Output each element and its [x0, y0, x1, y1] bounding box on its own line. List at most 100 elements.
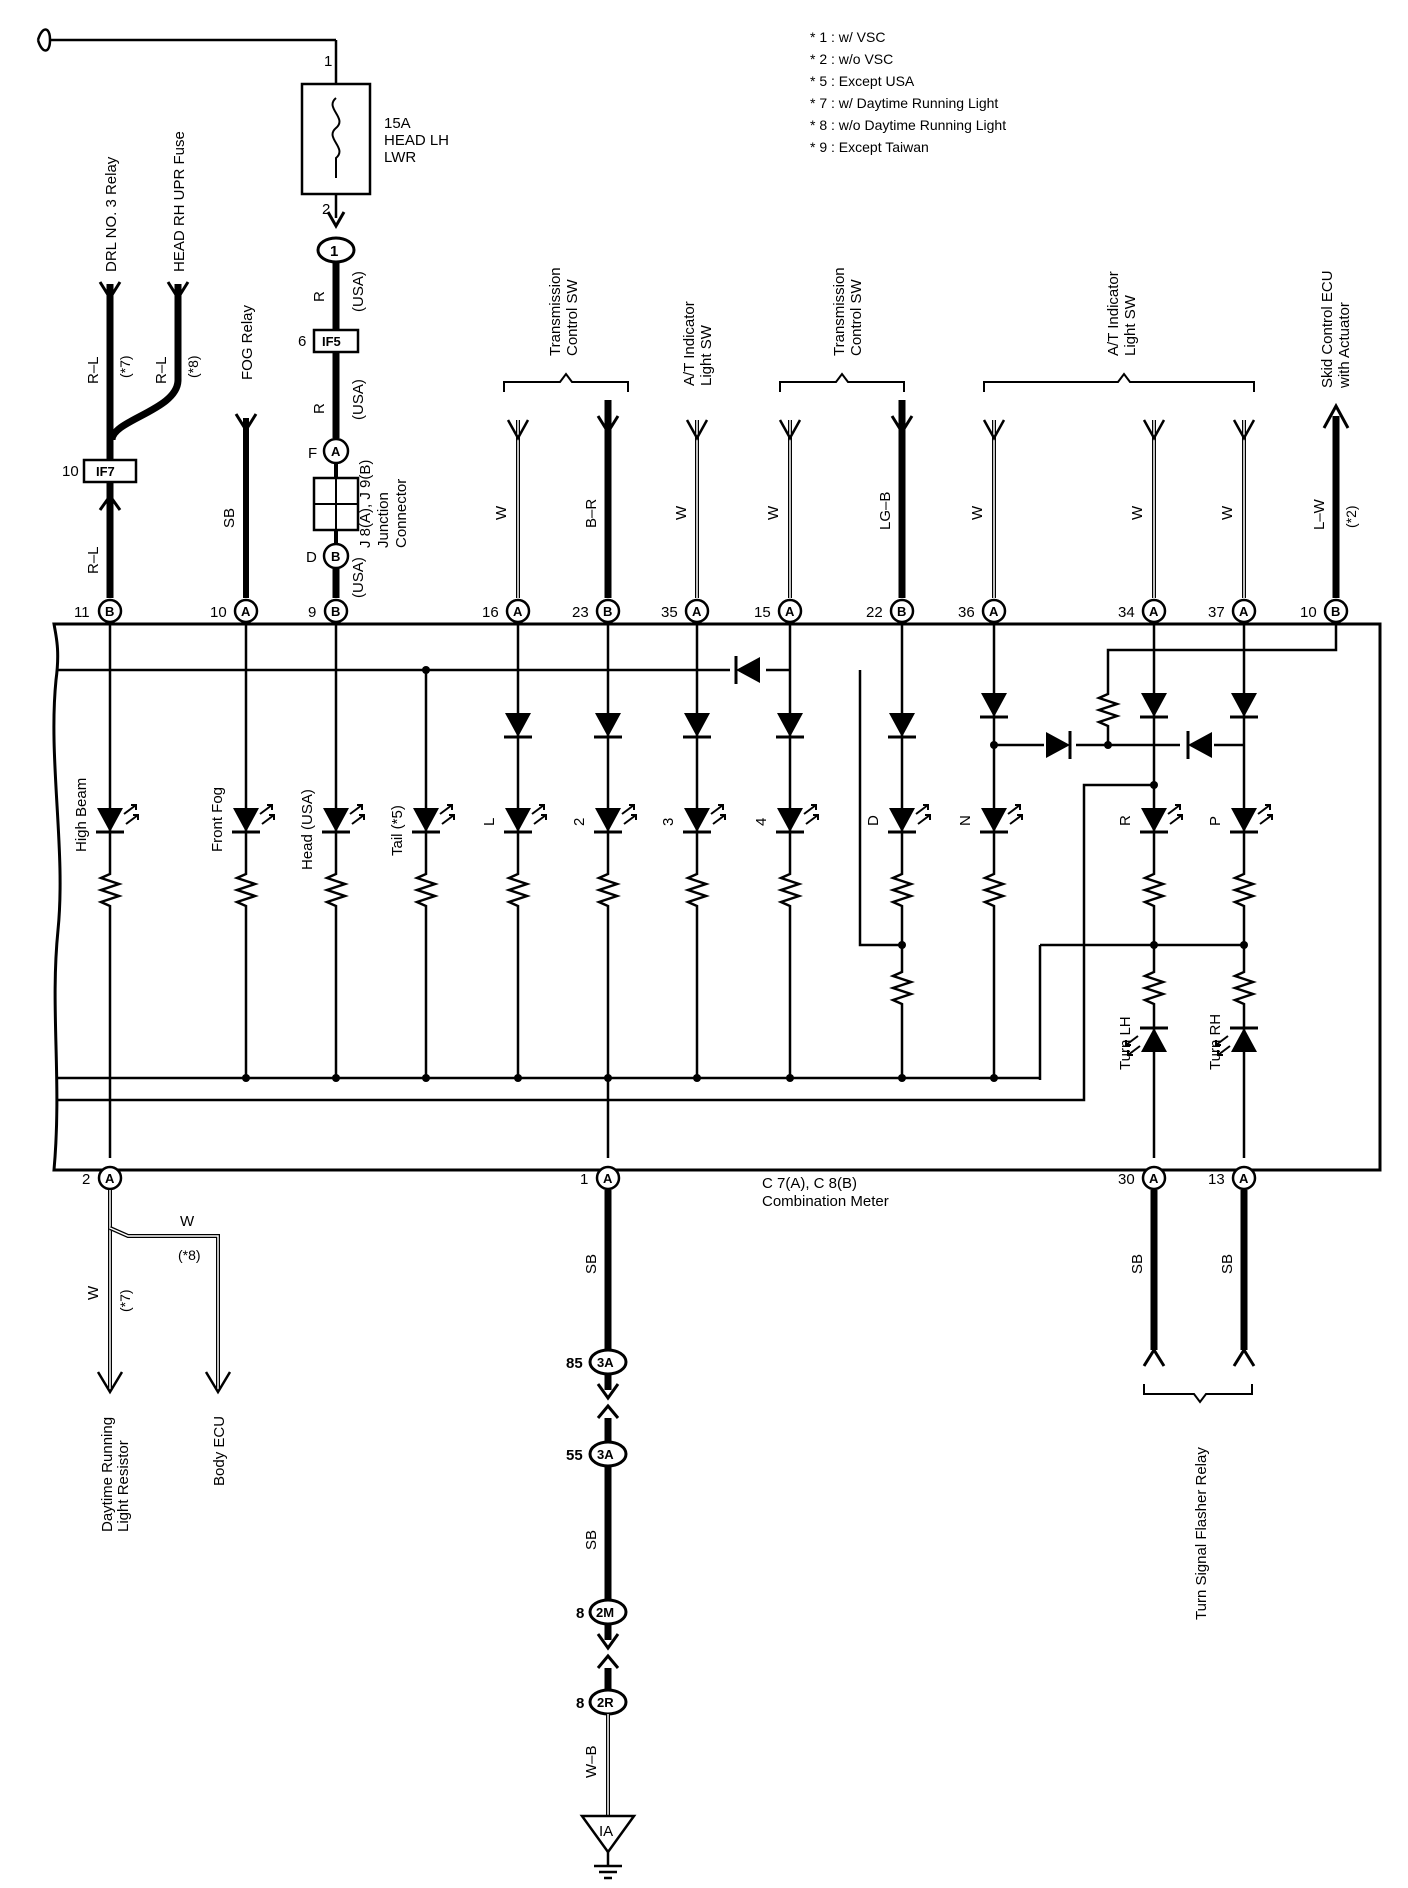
- ground-wire-sb-1: SB: [583, 1254, 600, 1274]
- top-pin-letter-7: A: [785, 604, 795, 619]
- wire-w-5: W: [1129, 505, 1146, 520]
- diodes: [502, 654, 1260, 761]
- junction-name-3: Connector: [393, 479, 410, 548]
- top-pin-num-1: 11: [74, 604, 90, 621]
- bottom-pin-letter-4: A: [1239, 1171, 1249, 1186]
- fuse-pin-top: 1: [324, 53, 332, 70]
- ground-point-ia: IA: [599, 1823, 613, 1840]
- led-4: [774, 803, 820, 834]
- top-pin-letter-11: A: [1239, 604, 1249, 619]
- led-high-beam: [94, 803, 140, 834]
- top-pin-num-8: 22: [866, 604, 883, 621]
- bottom-wire-w-1: W: [85, 1285, 102, 1300]
- notes-legend: * 1 : w/ VSC * 2 : w/o VSC * 5 : Except …: [810, 29, 1006, 155]
- fuse-rating: 15A: [384, 115, 411, 132]
- bottom-pin-letter-3: A: [1149, 1171, 1159, 1186]
- label-tail: Tail (*5): [389, 805, 406, 856]
- ground-wire-sb-2: SB: [583, 1530, 600, 1550]
- flasher-wire-sb-1: SB: [1129, 1254, 1146, 1274]
- bottom-pin-num-3: 30: [1118, 1171, 1135, 1188]
- label-high-beam: High Beam: [73, 778, 90, 852]
- wire-w-3: W: [765, 505, 782, 520]
- led-d: [886, 803, 932, 834]
- fuse-pin-bottom: 2: [322, 201, 330, 218]
- label-head-usa: Head (USA): [299, 789, 316, 870]
- dest-at-ind-1b: Light SW: [698, 324, 715, 386]
- label-2: 2: [571, 818, 588, 826]
- dest-at-ind-2a: A/T Indicator: [1105, 271, 1122, 356]
- note-5: * 8 : w/o Daytime Running Light: [810, 117, 1006, 133]
- top-pin-num-7: 15: [754, 604, 771, 621]
- top-pin-letter-5: B: [603, 604, 612, 619]
- fuse-feed: [36, 28, 372, 230]
- label-n: N: [957, 815, 974, 826]
- fuse-name-2: LWR: [384, 149, 416, 166]
- wire-star8: (*8): [185, 355, 201, 378]
- fuse-name-1: HEAD LH: [384, 132, 449, 149]
- label-r: R: [1117, 815, 1134, 826]
- connector-2m: 2M: [596, 1605, 614, 1620]
- dest-drl-resistor-b: Light Resistor: [115, 1440, 132, 1532]
- top-pin-num-2: 10: [210, 604, 227, 621]
- wire-r-1: R: [311, 291, 328, 302]
- led-3: [681, 803, 727, 834]
- wire-w-6: W: [1219, 505, 1236, 520]
- wire-rl-a: R–L: [85, 356, 102, 384]
- dest-at-ind-1a: A/T Indicator: [681, 301, 698, 386]
- junction-a-pin: F: [308, 445, 317, 462]
- label-turn-rh: Turn RH: [1207, 1014, 1224, 1070]
- top-pin-num-12: 10: [1300, 604, 1317, 621]
- bottom-wire-star7: (*7): [117, 1289, 133, 1312]
- bottom-wire-star8: (*8): [178, 1247, 201, 1263]
- indicator-leds: [94, 803, 1274, 1057]
- connector-3a-2-pin: 55: [566, 1447, 583, 1464]
- wire-rl-c: R–L: [85, 546, 102, 574]
- wire-r-2: R: [311, 403, 328, 414]
- led-2: [592, 803, 638, 834]
- dest-body-ecu: Body ECU: [211, 1416, 228, 1486]
- junction-b-letter: B: [331, 549, 340, 564]
- flasher-wires: [1142, 1190, 1256, 1404]
- junction-a-letter: A: [331, 444, 341, 459]
- bottom-wire-w-2: W: [180, 1213, 195, 1230]
- led-l: [502, 803, 548, 834]
- top-pins: [97, 598, 1349, 624]
- top-pin-num-4: 16: [482, 604, 499, 621]
- meter-name-1: C 7(A), C 8(B): [762, 1175, 857, 1192]
- bottom-pin-num-1: 2: [82, 1171, 90, 1188]
- top-pin-letter-3: B: [331, 604, 340, 619]
- note-1: * 1 : w/ VSC: [810, 29, 885, 45]
- wire-star2: (*2): [1343, 505, 1359, 528]
- bottom-pins: [97, 1165, 1257, 1191]
- r-wire: [312, 236, 360, 598]
- drl-feed: [82, 281, 190, 598]
- connector-2r: 2R: [597, 1695, 614, 1710]
- dest-drl-resistor-a: Daytime Running: [99, 1417, 116, 1532]
- wire-usa-2: (USA): [350, 379, 367, 420]
- junction-b-pin: D: [306, 549, 317, 566]
- top-pin-letter-10: A: [1149, 604, 1159, 619]
- dest-trans-sw-1b: Control SW: [564, 278, 581, 356]
- dest-head-rh-fuse: HEAD RH UPR Fuse: [171, 131, 188, 272]
- label-turn-lh: Turn LH: [1117, 1016, 1134, 1070]
- note-3: * 5 : Except USA: [810, 73, 915, 89]
- top-pin-letter-2: A: [241, 604, 251, 619]
- bottom-pin-letter-2: A: [603, 1171, 613, 1186]
- note-2: * 2 : w/o VSC: [810, 51, 893, 67]
- led-tail: [410, 803, 456, 834]
- dest-fog-relay: FOG Relay: [239, 304, 256, 380]
- led-head-usa: [320, 803, 366, 834]
- connector-3a-1: 3A: [597, 1355, 614, 1370]
- resistors: [96, 686, 1258, 1012]
- top-pin-num-9: 36: [958, 604, 975, 621]
- wire-usa-3: (USA): [350, 557, 367, 598]
- top-pin-letter-9: A: [989, 604, 999, 619]
- top-pin-letter-4: A: [513, 604, 523, 619]
- top-pin-letter-1: B: [105, 604, 114, 619]
- label-p: P: [1207, 816, 1224, 826]
- dest-trans-sw-2b: Control SW: [848, 278, 865, 356]
- dest-turn-flasher-relay: Turn Signal Flasher Relay: [1193, 1447, 1210, 1620]
- wire-sb: SB: [221, 508, 238, 528]
- wire-l-w: L–W: [1311, 498, 1328, 530]
- wire-lg-b: LG–B: [877, 492, 894, 530]
